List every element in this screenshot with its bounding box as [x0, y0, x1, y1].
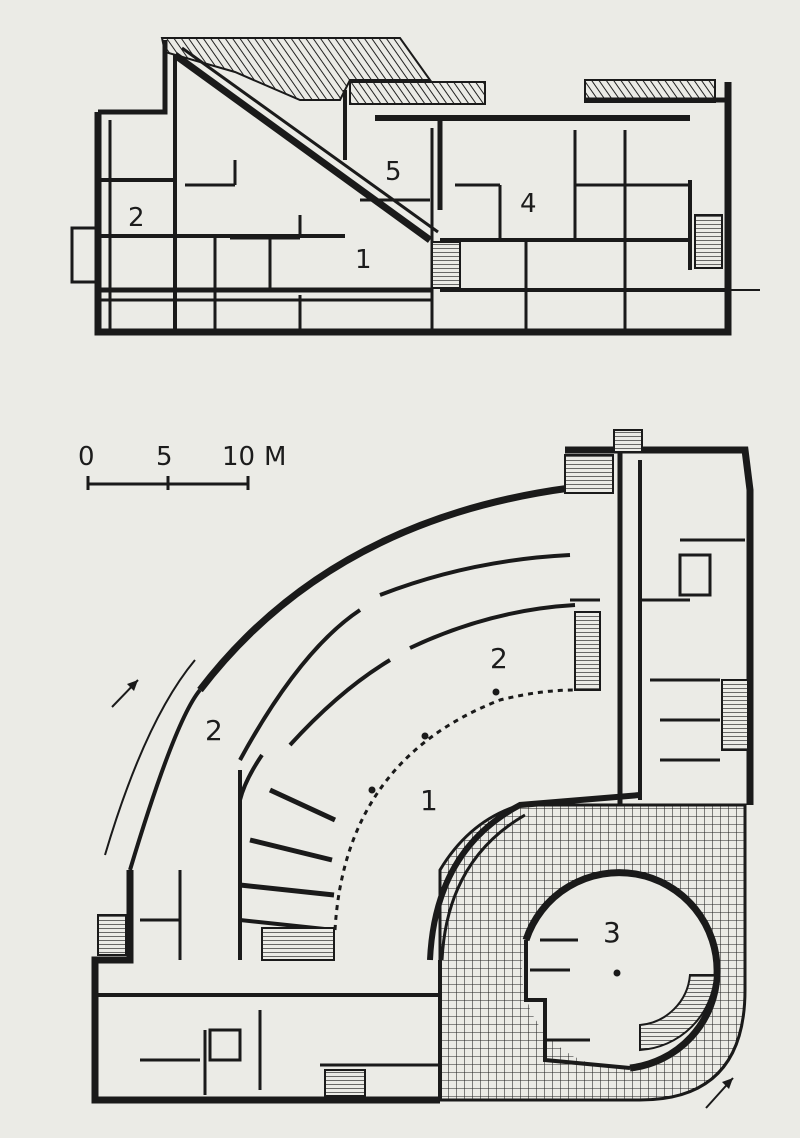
stair-hatch [324, 1069, 366, 1097]
section-label-1: 1 [355, 245, 372, 275]
seating-rows [238, 770, 337, 960]
building-section: 1 2 4 5 [70, 37, 760, 336]
section-label-4: 4 [520, 189, 537, 219]
round-pavilion-wall [522, 869, 721, 1072]
skylight-hatch [349, 81, 486, 105]
plan-label-3: 3 [603, 916, 621, 949]
column-dot [421, 732, 429, 740]
entrance-arrow-northwest [111, 679, 139, 708]
section-label-5: 5 [385, 157, 402, 187]
right-wing-outline [565, 446, 754, 805]
entrance-arrow-southeast [705, 1077, 734, 1109]
section-label-2: 2 [128, 203, 145, 233]
outer-canopy-line [104, 659, 196, 856]
stair-hatch [721, 679, 749, 751]
inner-curved-wall [427, 792, 641, 961]
gallery-arc [238, 553, 571, 761]
plan-label-2-right: 2 [490, 642, 508, 675]
scale-bar: 0 5 10 M [78, 442, 286, 490]
plan-label-1: 1 [420, 784, 438, 817]
sloped-seating [172, 52, 433, 243]
section-roof-line [98, 40, 168, 115]
column-dot [613, 969, 621, 977]
entrance-canopy [70, 226, 98, 284]
stair-hatch [261, 927, 335, 961]
section-outline [94, 82, 732, 336]
auditorium-edge [333, 688, 576, 931]
column-dot [368, 786, 376, 794]
floor-plan: 1 2 2 3 [91, 429, 754, 1109]
plan-label-2-left: 2 [205, 714, 223, 747]
scale-tick-label: 5 [156, 442, 173, 472]
left-wing-outline [91, 870, 440, 1104]
stair-hatch [564, 454, 614, 494]
spiral-stair [639, 974, 717, 1052]
stair-hatch [574, 611, 601, 691]
column-dot [492, 688, 500, 696]
scale-unit: M [264, 442, 286, 472]
stair-hatch [613, 429, 643, 453]
gallery-arc [288, 603, 576, 747]
scale-tick-label: 0 [78, 442, 95, 472]
stair-hatch [694, 214, 723, 269]
outer-curved-wall [197, 484, 571, 693]
stair-hatch [431, 241, 461, 289]
scale-tick-label: 10 [222, 442, 255, 472]
stair-hatch [97, 914, 127, 956]
roof-slope-hatch [160, 37, 432, 101]
